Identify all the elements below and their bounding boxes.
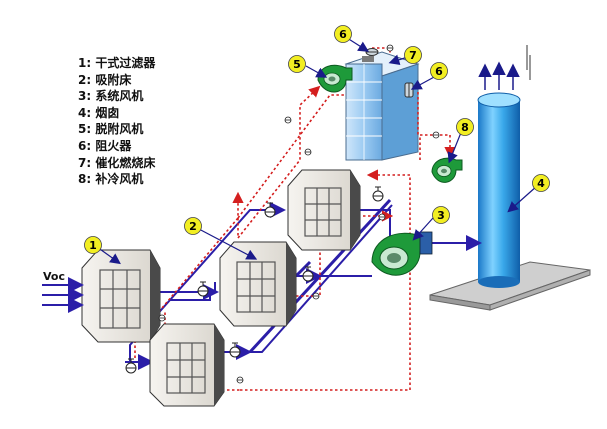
butterfly-valve-icon [125, 44, 440, 384]
equipment-legend: 1: 干式过滤器 2: 吸附床 3: 系统风机 4: 烟囱 5: 脱附风机 6:… [78, 55, 155, 188]
callout-catalytic-bed: 7 [404, 46, 422, 64]
legend-item: 6: 阻火器 [78, 138, 132, 153]
dry-filter [81, 249, 161, 343]
callout-system-fan: 3 [432, 206, 450, 224]
adsorption-bed-3 [149, 323, 225, 407]
chimney [477, 45, 531, 288]
callout-adsorption-bed: 2 [184, 217, 202, 235]
callout-leaders [96, 35, 538, 265]
svg-text:7: 7 [409, 49, 417, 62]
svg-text:1: 1 [89, 239, 97, 252]
legend-item: 4: 烟囱 [78, 105, 120, 120]
voc-inlet-arrows [42, 277, 84, 313]
svg-text:5: 5 [293, 58, 301, 71]
legend-item: 2: 吸附床 [78, 72, 132, 87]
svg-text:3: 3 [437, 209, 445, 222]
callout-cooling-fan: 8 [456, 118, 474, 136]
callout-filter: 1 [84, 236, 102, 254]
svg-text:6: 6 [339, 28, 347, 41]
svg-text:4: 4 [537, 177, 545, 190]
svg-text:8: 8 [461, 121, 469, 134]
callout-flame-arrester-right: 6 [430, 62, 448, 80]
legend-item: 8: 补冷风机 [78, 172, 144, 187]
callout-flame-arrester-top: 6 [334, 25, 352, 43]
adsorption-bed-1 [287, 169, 361, 251]
callout-chimney: 4 [532, 174, 550, 192]
cooling-fan [431, 157, 463, 183]
collector-duct [248, 198, 392, 354]
svg-text:6: 6 [435, 65, 443, 78]
adsorption-bed-2 [219, 241, 297, 327]
legend-item: 7: 催化燃烧床 [78, 155, 156, 170]
desorption-hot-air-line [134, 47, 456, 391]
callout-desorption-fan: 5 [288, 55, 306, 73]
system-fan [371, 231, 433, 276]
svg-text:2: 2 [189, 220, 197, 233]
flame-arrester-right [404, 82, 414, 98]
voc-inlet-label: Voc [43, 270, 65, 283]
legend-item: 5: 脱附风机 [78, 122, 144, 137]
legend-item: 3: 系统风机 [78, 89, 144, 104]
legend-item: 1: 干式过滤器 [78, 56, 156, 70]
flame-arrester-top [365, 48, 379, 56]
catalytic-combustion-bed [344, 51, 420, 161]
